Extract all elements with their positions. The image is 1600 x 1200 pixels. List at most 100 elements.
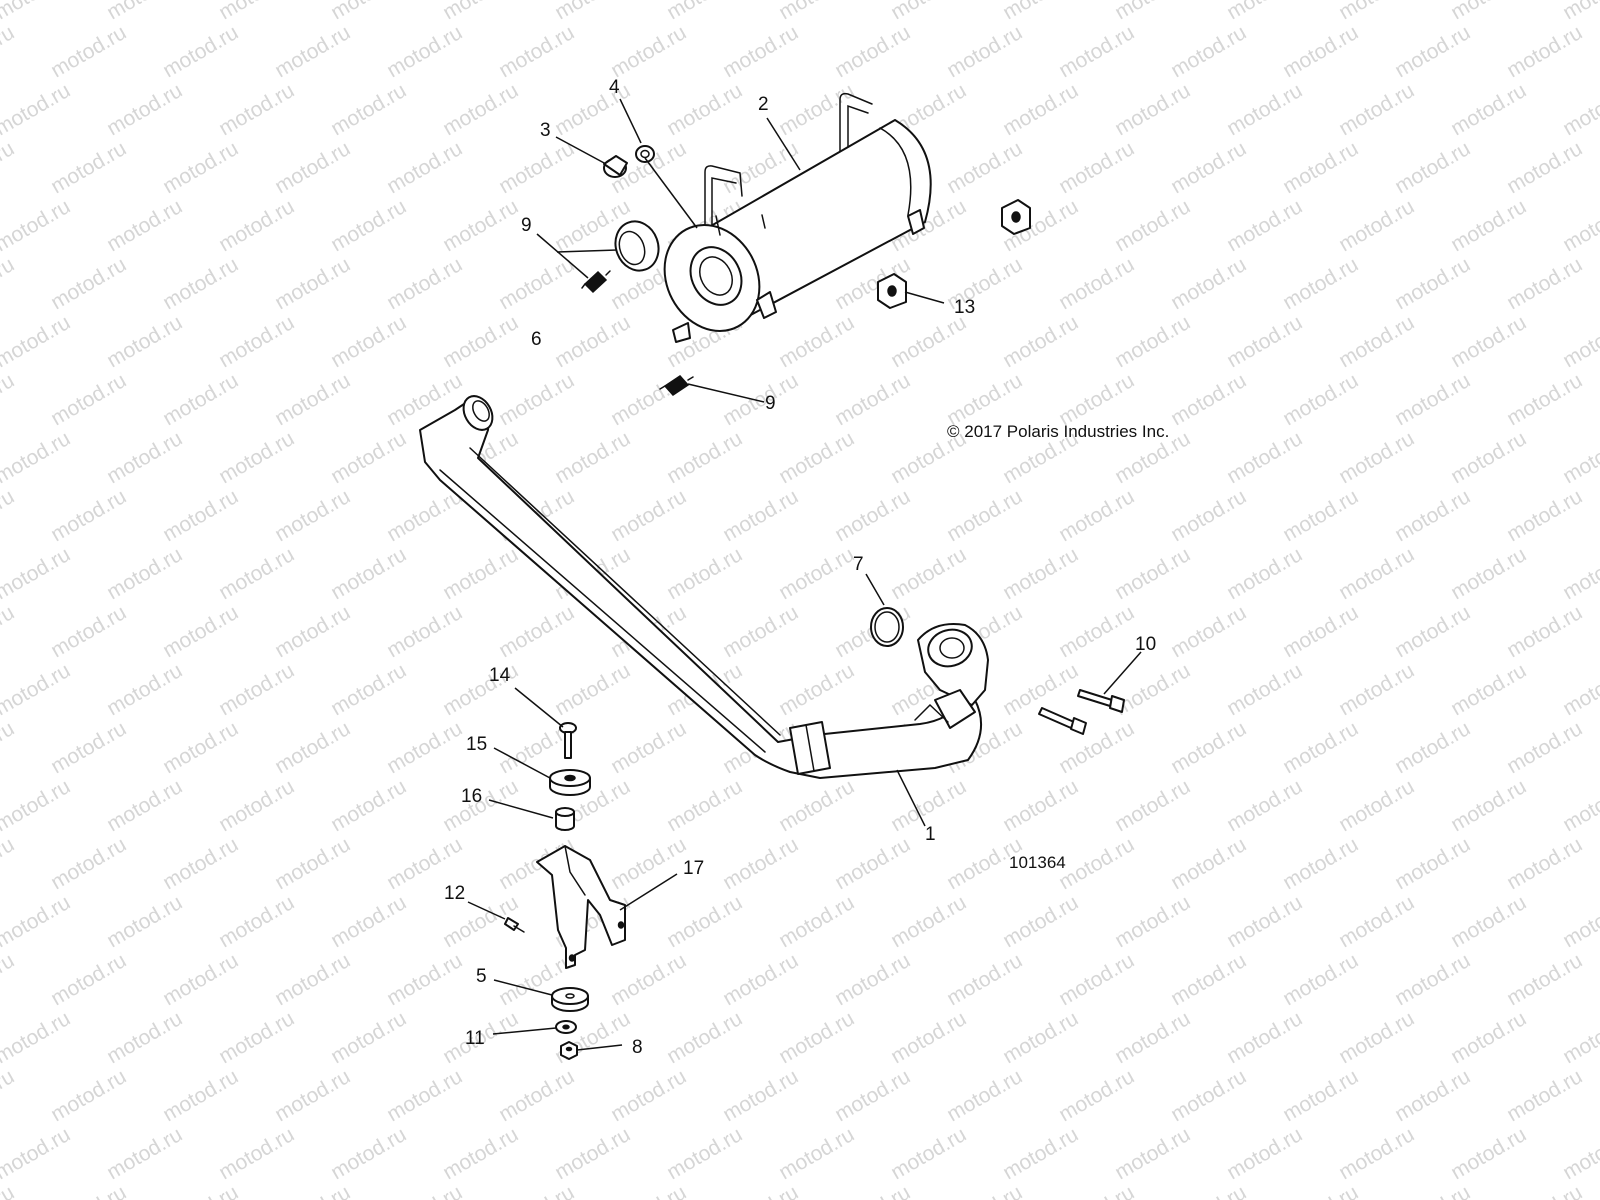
watermark-text: motod.ru: [943, 21, 1026, 82]
watermark-text: motod.ru: [103, 1123, 186, 1184]
watermark-text: motod.ru: [0, 1065, 18, 1126]
watermark-text: motod.ru: [47, 1065, 130, 1126]
part-muffler: [663, 92, 932, 343]
part-plug: [603, 155, 628, 178]
watermark-text: motod.ru: [663, 775, 746, 836]
watermark-text: motod.ru: [1559, 427, 1600, 488]
watermark-text: motod.ru: [1447, 775, 1530, 836]
watermark-text: motod.ru: [103, 195, 186, 256]
watermark-text: motod.ru: [1559, 1007, 1600, 1068]
watermark-text: motod.ru: [159, 949, 242, 1010]
watermark-text: motod.ru: [0, 1181, 18, 1200]
watermark-text: motod.ru: [1167, 1065, 1250, 1126]
watermark-text: motod.ru: [0, 891, 74, 952]
watermark-text: motod.ru: [327, 891, 410, 952]
watermark-text: motod.ru: [103, 427, 186, 488]
watermark-text: motod.ru: [775, 311, 858, 372]
watermark-text: motod.ru: [47, 601, 130, 662]
watermark-text: motod.ru: [719, 1065, 802, 1126]
watermark-text: motod.ru: [1391, 137, 1474, 198]
watermark-text: motod.ru: [495, 21, 578, 82]
callout-1: 1: [925, 824, 936, 845]
watermark-text: motod.ru: [103, 891, 186, 952]
watermark-text: motod.ru: [1447, 195, 1530, 256]
watermark-text: motod.ru: [1279, 717, 1362, 778]
watermark-text: motod.ru: [831, 369, 914, 430]
watermark-text: motod.ru: [215, 1123, 298, 1184]
watermark-text: motod.ru: [663, 1123, 746, 1184]
watermark-text: motod.ru: [1391, 601, 1474, 662]
watermark-text: motod.ru: [1447, 1123, 1530, 1184]
watermark-text: motod.ru: [663, 1007, 746, 1068]
watermark-text: motod.ru: [551, 427, 634, 488]
watermark-text: motod.ru: [999, 891, 1082, 952]
watermark-text: motod.ru: [215, 1007, 298, 1068]
watermark-text: motod.ru: [47, 1181, 130, 1200]
callout-12: 12: [444, 883, 465, 904]
watermark-text: motod.ru: [551, 311, 634, 372]
watermark-text: motod.ru: [1391, 253, 1474, 314]
watermark-text: motod.ru: [1223, 1007, 1306, 1068]
watermark-text: motod.ru: [999, 311, 1082, 372]
watermark-text: motod.ru: [1111, 891, 1194, 952]
watermark-text: motod.ru: [0, 79, 74, 140]
watermark-text: motod.ru: [159, 137, 242, 198]
callout-13: 13: [954, 297, 975, 318]
watermark-text: motod.ru: [1111, 0, 1194, 24]
watermark-text: motod.ru: [0, 833, 18, 894]
watermark-text: motod.ru: [1559, 543, 1600, 604]
watermark-text: motod.ru: [1223, 311, 1306, 372]
watermark-text: motod.ru: [607, 21, 690, 82]
watermark-text: motod.ru: [215, 775, 298, 836]
watermark-text: motod.ru: [887, 543, 970, 604]
watermark-text: motod.ru: [831, 1065, 914, 1126]
watermark-text: motod.ru: [327, 1123, 410, 1184]
callout-5: 5: [476, 966, 487, 987]
watermark-text: motod.ru: [1167, 21, 1250, 82]
watermark-text: motod.ru: [1167, 137, 1250, 198]
watermark-text: motod.ru: [775, 1123, 858, 1184]
watermark-text: motod.ru: [1167, 833, 1250, 894]
watermark-text: motod.ru: [1167, 1181, 1250, 1200]
watermark-text: motod.ru: [1111, 775, 1194, 836]
watermark-text: motod.ru: [887, 1007, 970, 1068]
watermark-text: motod.ru: [943, 949, 1026, 1010]
watermark-text: motod.ru: [271, 717, 354, 778]
callout-6: 6: [531, 329, 542, 350]
watermark-text: motod.ru: [1391, 485, 1474, 546]
watermark-text: motod.ru: [663, 427, 746, 488]
watermark-text: motod.ru: [1335, 311, 1418, 372]
watermark-text: motod.ru: [439, 195, 522, 256]
watermark-text: motod.ru: [607, 1181, 690, 1200]
watermark-text: motod.ru: [103, 543, 186, 604]
leader-lines: [467, 98, 1142, 1051]
watermark-text: motod.ru: [159, 485, 242, 546]
watermark-text: motod.ru: [1111, 543, 1194, 604]
diagram-id: 101364: [1009, 853, 1066, 872]
watermark-text: motod.ru: [159, 1065, 242, 1126]
watermark-text: motod.ru: [1335, 775, 1418, 836]
watermark-text: motod.ru: [1167, 601, 1250, 662]
watermark-text: motod.ru: [775, 427, 858, 488]
watermark-text: motod.ru: [663, 0, 746, 24]
watermark-text: motod.ru: [831, 1181, 914, 1200]
callout-11: 11: [465, 1028, 485, 1049]
watermark-text: motod.ru: [943, 1181, 1026, 1200]
callout-10: 10: [1135, 634, 1156, 655]
copyright-text: © 2017 Polaris Industries Inc.: [947, 422, 1169, 441]
callout-8: 8: [632, 1037, 643, 1058]
watermark-text: motod.ru: [607, 833, 690, 894]
watermark-text: motod.ru: [327, 659, 410, 720]
watermark-text: motod.ru: [271, 369, 354, 430]
watermark-text: motod.ru: [1391, 1065, 1474, 1126]
watermark-text: motod.ru: [1503, 949, 1586, 1010]
watermark-text: motod.ru: [383, 485, 466, 546]
watermark-text: motod.ru: [1559, 79, 1600, 140]
watermark-text: motod.ru: [271, 1181, 354, 1200]
watermark-text: motod.ru: [1447, 543, 1530, 604]
watermark-text: motod.ru: [551, 1007, 634, 1068]
watermark-text: motod.ru: [775, 1007, 858, 1068]
watermark-text: motod.ru: [1223, 1123, 1306, 1184]
watermark-text: motod.ru: [215, 659, 298, 720]
watermark-text: motod.ru: [1279, 137, 1362, 198]
